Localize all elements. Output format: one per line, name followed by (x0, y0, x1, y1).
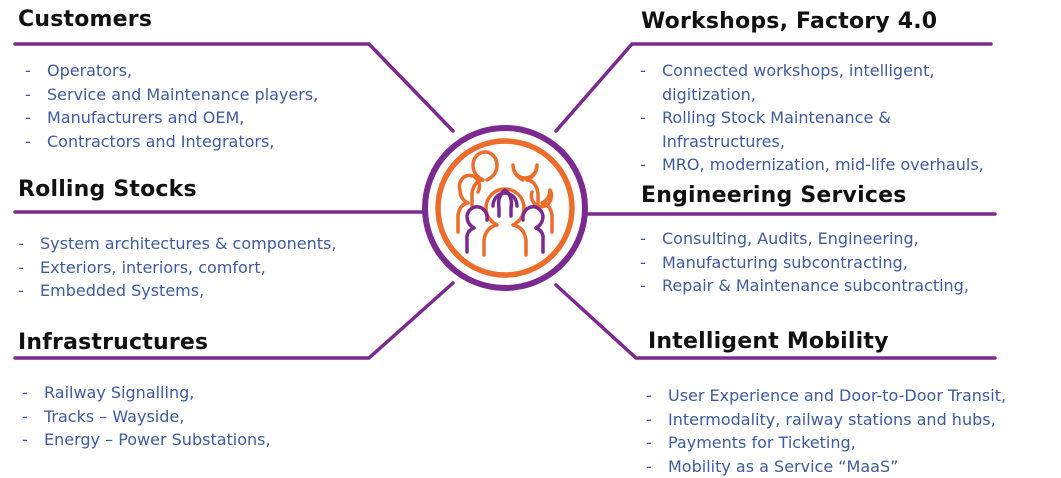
list-item: -Operators, (25, 59, 318, 83)
list-item: -MRO, modernization, mid-life overhauls, (640, 153, 984, 177)
list-item: -User Experience and Door-to-Door Transi… (646, 384, 1006, 408)
list-item: -Tracks – Wayside, (22, 405, 271, 429)
list-item: -Consulting, Audits, Engineering, (640, 227, 969, 251)
list-item: -Payments for Ticketing, (646, 431, 1006, 455)
list-item: -Exteriors, interiors, comfort, (18, 256, 336, 280)
list-infrastructures: -Railway Signalling, -Tracks – Wayside, … (22, 381, 271, 452)
list-rolling-stocks: -System architectures & components, -Ext… (18, 232, 336, 303)
list-item: digitization, (640, 83, 984, 107)
list-item: -Contractors and Integrators, (25, 130, 318, 154)
list-item: -System architectures & components, (18, 232, 336, 256)
section-title-customers: Customers (18, 7, 152, 32)
center-circle-outer (425, 128, 585, 288)
section-title-workshops: Workshops, Factory 4.0 (641, 9, 937, 34)
list-item: -Rolling Stock Maintenance & (640, 106, 984, 130)
list-item: -Railway Signalling, (22, 381, 271, 405)
list-customers: -Operators, -Service and Maintenance pla… (25, 59, 318, 153)
section-title-infrastructures: Infrastructures (18, 330, 208, 355)
list-workshops: -Connected workshops, intelligent, digit… (640, 59, 984, 177)
list-item: -Service and Maintenance players, (25, 83, 318, 107)
list-item: -Manufacturing subcontracting, (640, 251, 969, 275)
list-item: -Connected workshops, intelligent, (640, 59, 984, 83)
list-item: -Embedded Systems, (18, 279, 336, 303)
list-item: -Intermodality, railway stations and hub… (646, 408, 1006, 432)
list-item: Infrastructures, (640, 130, 984, 154)
list-item: -Repair & Maintenance subcontracting, (640, 274, 969, 298)
list-item: -Energy – Power Substations, (22, 428, 271, 452)
list-engineering: -Consulting, Audits, Engineering, -Manuf… (640, 227, 969, 298)
section-title-engineering: Engineering Services (641, 183, 907, 208)
list-mobility: -User Experience and Door-to-Door Transi… (646, 384, 1006, 478)
list-item: -Manufacturers and OEM, (25, 106, 318, 130)
section-title-rolling-stocks: Rolling Stocks (18, 177, 197, 202)
list-item: -Mobility as a Service “MaaS” (646, 455, 1006, 478)
section-title-mobility: Intelligent Mobility (648, 329, 889, 354)
